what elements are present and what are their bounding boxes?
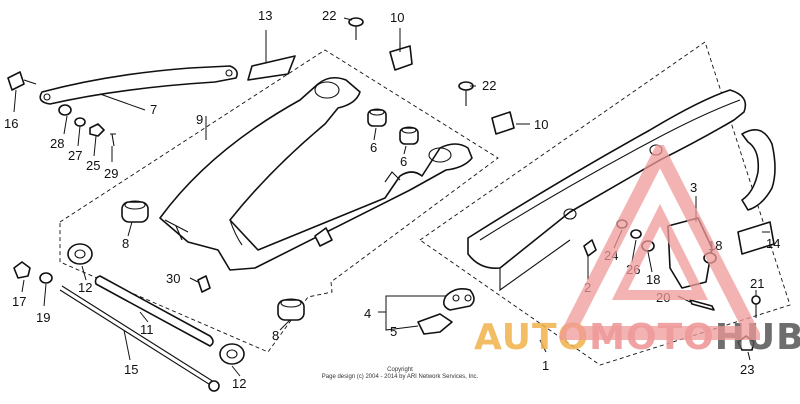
pivot-shaft-15-part [59,285,220,392]
callout-12b: 12 [232,376,246,391]
callout-27: 27 [68,148,82,163]
bolt-16-part [7,71,37,91]
screw-20-part [689,299,715,311]
callout-9: 9 [196,112,203,127]
washer-28-part [58,104,72,116]
collar-11-part [94,275,214,347]
bushing-6a-part [367,108,387,127]
nut-25-part [89,123,105,137]
spacer-12b-part [219,343,245,365]
callout-4: 4 [364,306,371,321]
copyright-notice: Copyright Page design (c) 2004 - 2014 by… [300,367,500,381]
callout-15: 15 [124,362,138,377]
caution-label-14-part [737,221,775,255]
callout-11: 11 [140,322,154,337]
chain-case-assembly-outline [419,41,791,366]
spacer-12a-part [67,243,93,265]
copyright-title: Copyright [387,367,413,373]
callout-22b: 22 [482,78,496,93]
callout-6a: 6 [370,140,377,155]
grease-fitting-30-part [197,275,211,293]
callout-29: 29 [104,166,118,181]
copyright-line: Page design (c) 2004 - 2014 by ARI Netwo… [321,374,479,380]
callout-16: 16 [4,116,18,131]
nut-17-part [13,261,31,279]
callout-10a: 10 [390,10,404,25]
washer-19-part [39,272,53,284]
stay-bar-part [39,65,238,105]
callout-17: 17 [12,294,26,309]
callout-19: 19 [36,310,50,325]
callout-13: 13 [258,8,272,23]
callout-18b: 18 [646,272,660,287]
link-clip-5-part [417,313,453,335]
chain-case-part [467,89,747,292]
callout-10b: 10 [534,117,548,132]
callout-5: 5 [390,324,397,339]
swing-arm-part [159,76,473,271]
callout-3: 3 [690,180,697,195]
callout-30: 30 [166,271,180,286]
washer-27-part [74,117,86,127]
bushing-8b-part [277,298,305,321]
clamp-10a-part [389,42,413,71]
callout-1: 1 [542,358,549,373]
callout-14: 14 [766,236,780,251]
callout-8a: 8 [122,236,129,251]
callout-12a: 12 [78,280,92,295]
master-link-4-part [442,288,475,311]
callout-8b: 8 [272,328,279,343]
bolt-22a-part [348,17,364,40]
watermark-triangle-icon [560,145,760,340]
washer-26-part [630,229,642,239]
callout-25: 25 [86,158,100,173]
bushing-8a-part [121,200,149,223]
bushing-6b-part [399,126,419,145]
callout-28: 28 [50,136,64,151]
callout-7: 7 [150,102,157,117]
label-plate-part [247,55,296,81]
pin-29-part [110,133,116,147]
clamp-10b-part [491,111,515,135]
leader-lines [13,17,770,377]
callout-6b: 6 [400,154,407,169]
drive-chain-part [741,128,776,211]
callout-21: 21 [750,276,764,291]
callout-23: 23 [740,362,754,377]
clip-2-part [583,239,597,257]
callout-22a: 22 [322,8,336,23]
